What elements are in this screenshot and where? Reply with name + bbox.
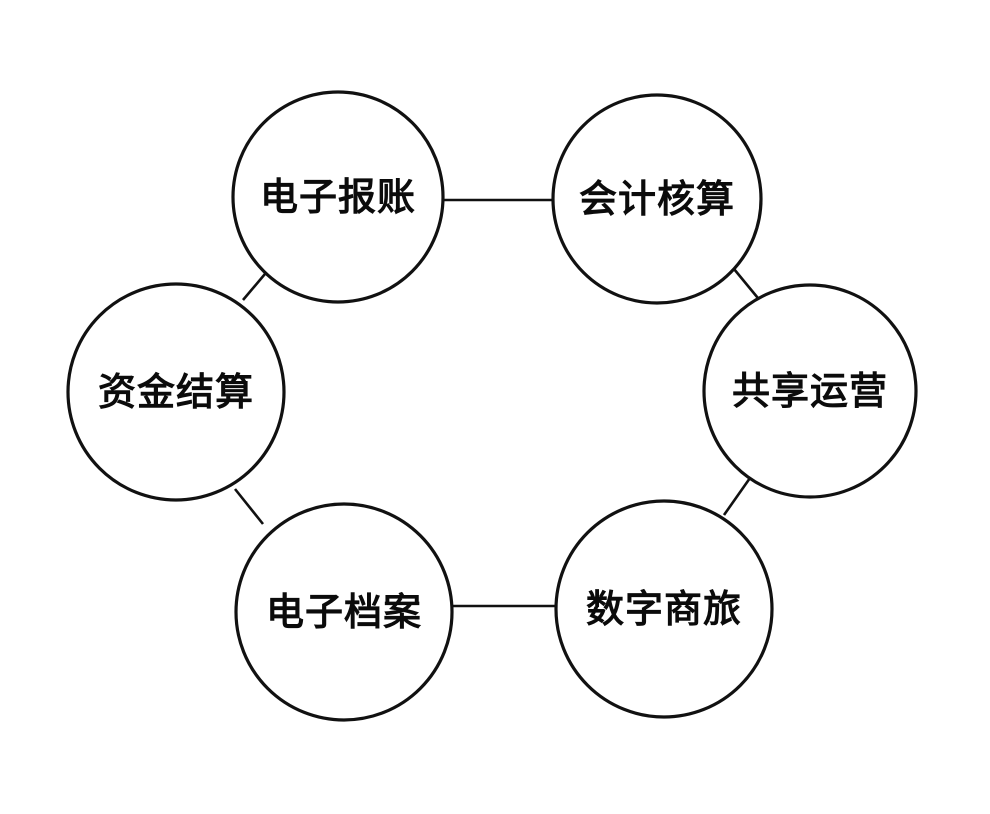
node-shared-operations[interactable]: 共享运营 (702, 283, 918, 499)
node-label-electronic-archive: 电子档案 (266, 592, 422, 634)
connector-shared-operations-to-digital-business-travel (722, 477, 752, 516)
node-circle-accounting[interactable] (551, 93, 763, 305)
node-label-digital-business-travel: 数字商旅 (586, 589, 742, 631)
connector-electronic-archive-to-fund-settlement (233, 488, 265, 525)
node-electronic-reimbursement[interactable]: 电子报账 (231, 90, 445, 304)
node-circle-fund-settlement[interactable] (66, 282, 286, 502)
node-label-shared-operations: 共享运营 (732, 371, 888, 413)
node-accounting[interactable]: 会计核算 (551, 93, 763, 305)
node-label-electronic-reimbursement: 电子报账 (260, 177, 416, 219)
node-circle-electronic-reimbursement[interactable] (231, 90, 445, 304)
node-circle-digital-business-travel[interactable] (554, 499, 774, 719)
node-circle-electronic-archive[interactable] (234, 502, 454, 722)
node-electronic-archive[interactable]: 电子档案 (234, 502, 454, 722)
node-digital-business-travel[interactable]: 数字商旅 (554, 499, 774, 719)
node-fund-settlement[interactable]: 资金结算 (66, 282, 286, 502)
node-circle-shared-operations[interactable] (702, 283, 918, 499)
connector-layer (233, 198, 764, 608)
node-label-accounting: 会计核算 (579, 179, 735, 221)
node-label-fund-settlement: 资金结算 (98, 371, 254, 414)
